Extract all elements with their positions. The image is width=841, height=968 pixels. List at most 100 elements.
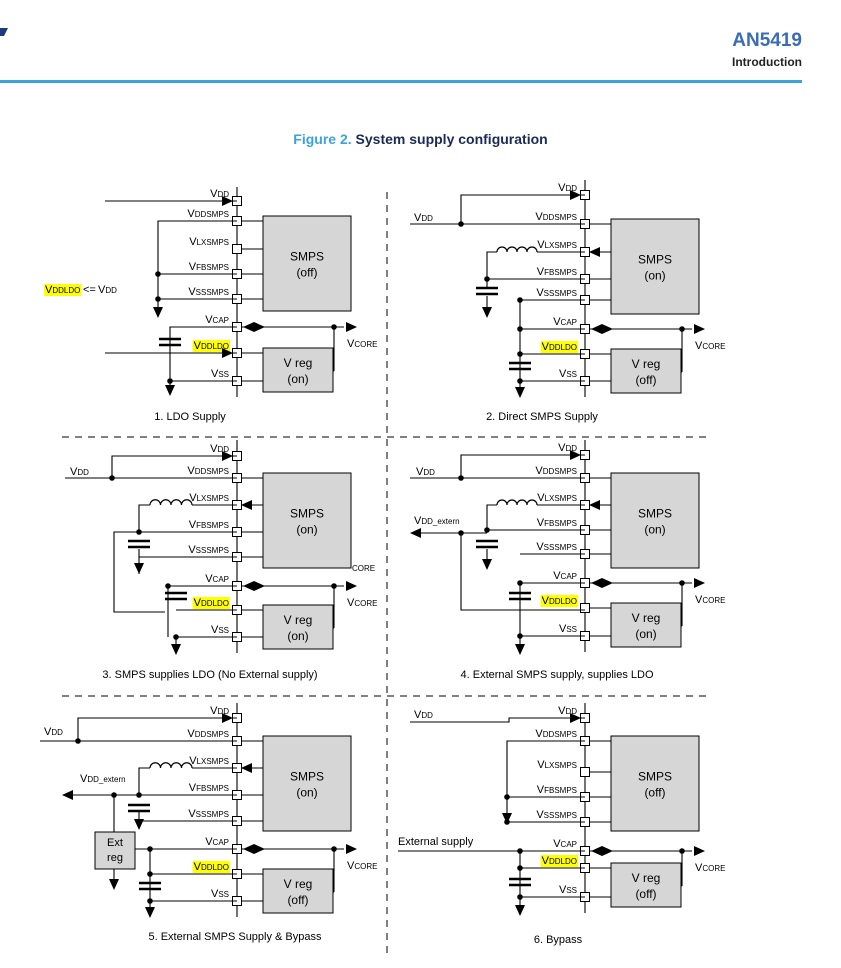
pin-label-vddldo: VDDLDO [45,284,80,296]
pin-label-vsssmps: VSSSMPS [536,541,577,553]
arrow-right-icon [254,581,265,591]
pin-label-vddsmps: VDDSMPS [187,465,229,477]
pin-label-vfbsmps: VFBSMPS [189,519,229,531]
figure-caption: System supply configuration [355,131,548,147]
ground-arrow-icon [515,905,525,916]
pin-label-vfbsmps: VFBSMPS [537,266,577,278]
pin-label-vfbsmps: VFBSMPS [537,517,577,529]
pin-label-vlxsmps: VLXSMPS [537,492,577,504]
junction-dot [679,580,685,586]
pin-label-vdd: VDD [558,705,577,717]
junction-dot [484,276,490,282]
junction-dot [75,738,81,744]
wire [169,326,237,381]
smps-block-state: (on) [644,523,665,537]
pin-label-vss: VSS [559,884,577,896]
arrow-left-icon [589,247,600,257]
pin-label-vdd: VDD [558,182,577,194]
wire [77,717,237,741]
document-id: AN5419 [732,30,802,51]
vreg-block [610,602,682,648]
pin-label-vddsmps: VDDSMPS [535,465,577,477]
page-header: AN5419 Introduction [0,0,841,90]
arrow-right-icon [694,578,705,588]
pin-label-vcore: VCORE [347,338,377,350]
pin-label-vdd: VDD [210,443,229,455]
annotation-le: <= [83,284,96,296]
junction-dot [331,846,337,852]
pin-label-vfbsmps: VFBSMPS [537,784,577,796]
pin-label-vdd: VDD [414,212,433,224]
pin-label-vcap: VCAP [205,836,229,848]
smps-block-state: (off) [296,266,317,280]
junction-dot [331,324,337,330]
wire [113,531,165,613]
arrow-left-icon [591,324,602,334]
wire [460,454,585,478]
wire [111,455,237,478]
arrow-left-icon [410,528,421,538]
smps-block [610,735,700,832]
pin-label-vdd: VDD [210,705,229,717]
section-title: Introduction [732,55,802,69]
arrow-left-icon [241,500,252,510]
ground-arrow-icon [515,387,525,398]
ext-reg-label: Ext [107,837,123,849]
wire [486,504,497,530]
pin-label-vcore: VCORE [695,594,725,606]
vreg-block [610,348,682,394]
wire [138,504,150,532]
inductor-icon [149,762,193,769]
pin-label-vdd: VDD [416,466,435,478]
ground-arrow-icon [145,907,155,918]
pin-label-vcap: VCAP [205,573,229,585]
pin-label-vddsmps: VDDSMPS [187,728,229,740]
smps-block-label: SMPS [290,250,324,264]
arrow-right-icon [254,322,265,332]
vreg-block-label: V reg [632,357,661,371]
pin-label-vfbsmps: VFBSMPS [189,782,229,794]
arrow-left-icon [62,790,73,800]
arrow-right-icon [254,844,265,854]
pin-label-vfbsmps: VFBSMPS [189,261,229,273]
ground-arrow-icon [134,819,144,830]
wire [460,194,585,224]
caption-6: 6. Bypass [534,934,583,946]
arrow-left-icon [591,578,602,588]
smps-block-label: SMPS [290,507,324,521]
arrow-right-icon [694,846,705,856]
pin-label-vcore: VCORE [695,340,725,352]
smps-block-label: SMPS [290,770,324,784]
junction-dot [484,527,490,533]
vreg-block [610,862,682,908]
wire [486,251,497,289]
ground-arrow-icon [502,813,512,824]
external-supply-label: External supply [398,836,474,848]
pin-label-vcap: VCAP [205,314,229,326]
pin-label-vcore: VCORE [347,597,377,609]
vreg-block [262,868,334,914]
arrow-right-icon [346,322,357,332]
ground-arrow-icon [153,307,163,318]
arrow-left-icon [243,844,254,854]
caption-3: 3. SMPS supplies LDO (No External supply… [102,669,317,681]
highlight-mark [44,284,82,296]
junction-dot [679,848,685,854]
vreg-block-label: V reg [284,613,313,627]
smps-block [262,215,352,312]
pin-label-vss: VSS [559,623,577,635]
smps-block-label: SMPS [638,253,672,267]
arrow-left-icon [589,500,600,510]
pin-label-vlxsmps: VLXSMPS [537,239,577,251]
pin-label-vddldo: VDDLDO [194,597,229,609]
figure-title: Figure 2. System supply configuration [0,131,841,147]
pin-label-vss: VSS [559,368,577,380]
arrow-right-icon [570,713,581,723]
pin-label-vcore: VCORE [347,860,377,872]
pin-label-vddsmps: VDDSMPS [535,211,577,223]
pin-label-vsssmps: VSSSMPS [188,808,229,820]
caption-4: 4. External SMPS supply, supplies LDO [461,669,654,681]
ground-arrow-icon [515,644,525,655]
pin-label-vcore: VCORE [695,862,725,874]
